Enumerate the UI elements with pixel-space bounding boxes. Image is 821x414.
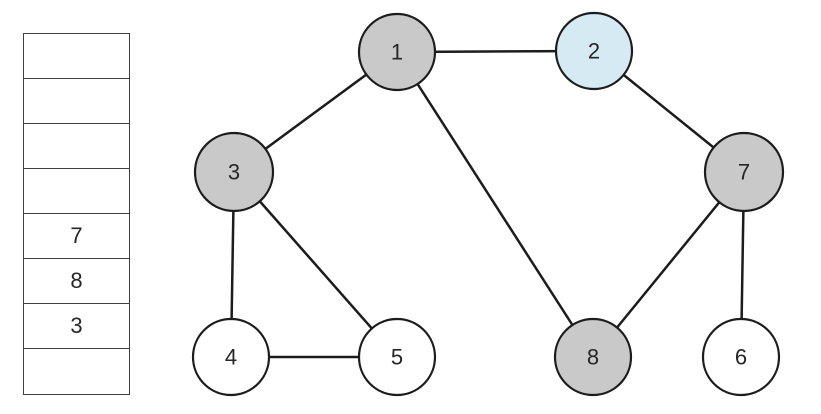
stack-cell-2: [24, 124, 129, 169]
graph-edge-1-8: [395, 51, 595, 358]
stack-cell-6: 3: [24, 304, 129, 349]
node-label-6: 6: [735, 345, 747, 370]
stack-cell-5: 8: [24, 259, 129, 304]
node-label-4: 4: [225, 345, 237, 370]
node-label-2: 2: [588, 39, 600, 64]
node-circle-6: [701, 317, 781, 397]
graph-node-2: 2: [554, 11, 634, 91]
graph-node-5: 5: [357, 317, 437, 397]
node-circle-1: [357, 12, 437, 92]
graph-node-4: 4: [191, 317, 271, 397]
stack: 7 8 3: [23, 33, 130, 395]
stack-cell-1: [24, 79, 129, 124]
node-label-3: 3: [228, 160, 240, 185]
graph-node-8: 8: [553, 317, 633, 397]
node-circle-3: [193, 131, 275, 213]
stack-cell-3: [24, 169, 129, 214]
graph-node-3: 3: [193, 131, 275, 213]
node-label-1: 1: [391, 40, 403, 65]
node-circle-2: [554, 11, 634, 91]
graph-node-1: 1: [357, 12, 437, 92]
node-label-8: 8: [587, 345, 599, 370]
node-circle-5: [357, 317, 437, 397]
graph-node-7: 7: [703, 131, 785, 213]
node-label-5: 5: [391, 345, 403, 370]
node-circle-4: [191, 317, 271, 397]
node-circle-8: [553, 317, 633, 397]
node-label-7: 7: [738, 160, 750, 185]
graph-node-6: 6: [701, 317, 781, 397]
stack-cell-4: 7: [24, 214, 129, 259]
node-circle-7: [703, 131, 785, 213]
stack-cell-0: [24, 34, 129, 79]
graph-edge-3-5: [233, 171, 398, 358]
